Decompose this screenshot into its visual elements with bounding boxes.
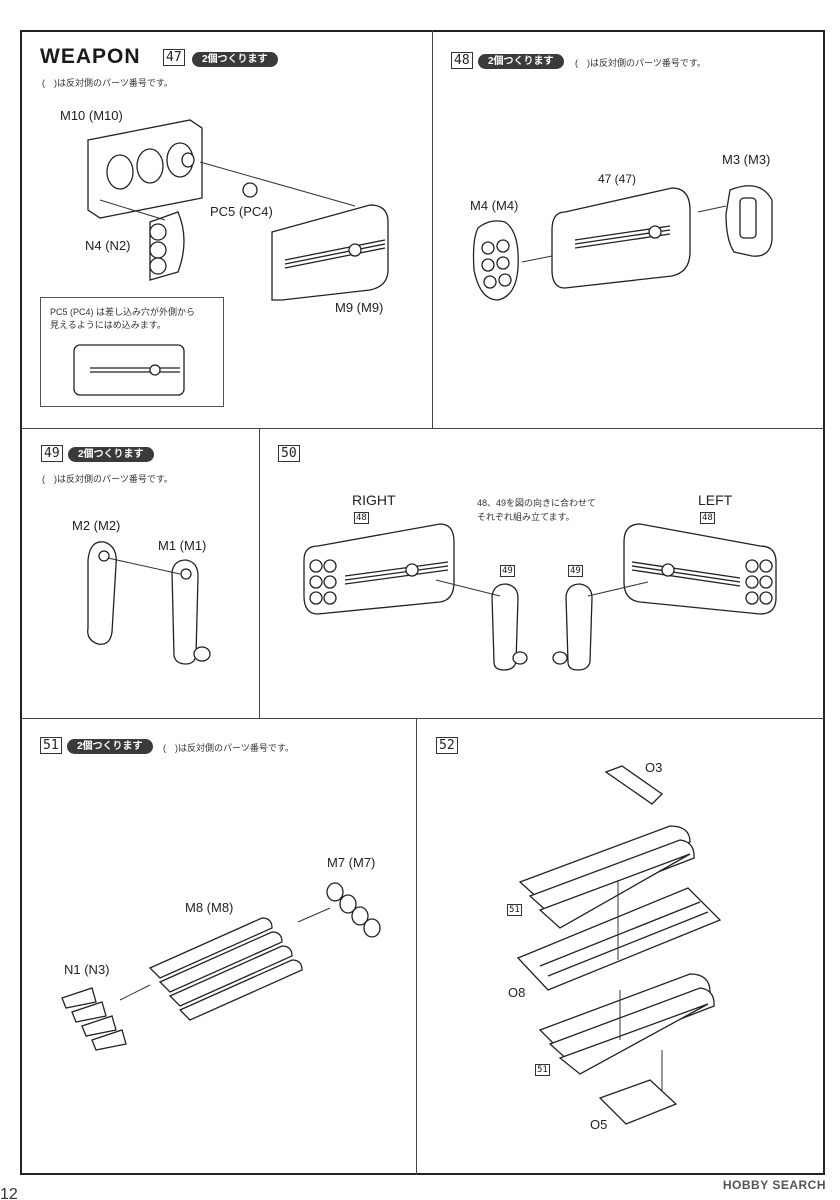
ref-49-left: 49 — [568, 565, 583, 577]
step-number-50: 50 — [278, 445, 300, 462]
hobby-search-logo: HOBBY SEARCH — [722, 1178, 826, 1192]
make-two-badge-51: 2個つくります — [67, 739, 153, 754]
lower-missile-pod — [538, 973, 715, 1075]
label-left: LEFT — [698, 492, 733, 508]
page-number: 12 — [0, 1186, 18, 1200]
upper-missile-pod — [518, 825, 695, 929]
pc5-part — [242, 182, 258, 198]
label-o3: O3 — [645, 760, 663, 775]
label-o8: O8 — [508, 985, 526, 1000]
label-o5: O5 — [590, 1117, 608, 1132]
step50-note-1: 48、49を図の向きに合わせて — [477, 498, 597, 508]
m4-disc — [472, 220, 519, 301]
divider-row2 — [20, 718, 825, 719]
make-two-badge-47: 2個つくります — [192, 52, 278, 67]
paren-note-51: ( )は反対側のパーツ番号です。 — [163, 743, 294, 753]
step50-note-2: それぞれ組み立てます。 — [477, 512, 575, 522]
instruction-sheet — [20, 30, 825, 1175]
callout-cylinder — [73, 344, 185, 396]
m9-cover — [271, 204, 389, 301]
m10-hole-2 — [136, 148, 164, 184]
arm-left — [565, 583, 593, 671]
divider-mid — [259, 428, 260, 718]
divider-row1 — [20, 428, 825, 429]
callout-line-2: 見えるようにはめ込みます。 — [50, 320, 166, 330]
o5-part — [598, 1079, 678, 1125]
label-m1: M1 (M1) — [158, 538, 207, 553]
step-number-49: 49 — [41, 445, 63, 462]
make-two-badge-49: 2個つくります — [68, 447, 154, 462]
label-m7: M7 (M7) — [327, 855, 376, 870]
label-m2: M2 (M2) — [72, 518, 121, 533]
ref-47: 47 (47) — [598, 172, 637, 186]
label-m9: M9 (M9) — [335, 300, 384, 315]
ref-51-lower: 51 — [535, 1064, 550, 1076]
step48-cylinder — [551, 187, 691, 289]
ref-49-right: 49 — [500, 565, 515, 577]
label-n4: N4 (N2) — [85, 238, 131, 253]
paren-note-48: ( )は反対側のパーツ番号です。 — [575, 58, 706, 68]
pc5-callout-box — [40, 297, 224, 407]
make-two-badge-48: 2個つくります — [478, 54, 564, 69]
label-n1: N1 (N3) — [64, 962, 110, 977]
m10-boss — [181, 152, 195, 168]
m2-part — [87, 541, 117, 645]
ref-48-left: 48 — [700, 512, 715, 524]
divider-top — [432, 30, 433, 428]
left-launcher — [623, 523, 777, 615]
divider-bottom — [416, 718, 417, 1175]
label-m4: M4 (M4) — [470, 198, 519, 213]
paren-note-49: ( )は反対側のパーツ番号です。 — [42, 474, 173, 484]
label-m8: M8 (M8) — [185, 900, 234, 915]
ref-51-upper: 51 — [507, 904, 522, 916]
m8-tube-bundle — [148, 917, 303, 1021]
step-number-51: 51 — [40, 737, 62, 754]
right-launcher — [303, 523, 455, 615]
m9-hole — [348, 243, 362, 257]
m10-hole-1 — [106, 154, 134, 190]
label-m3: M3 (M3) — [722, 152, 771, 167]
step-number-52: 52 — [436, 737, 458, 754]
callout-line-1: PC5 (PC4) は差し込み穴が外側から — [50, 307, 196, 317]
ref-48-right: 48 — [354, 512, 369, 524]
step-number-48: 48 — [451, 52, 473, 69]
label-pc5: PC5 (PC4) — [210, 204, 273, 219]
paren-note-47: ( )は反対側のパーツ番号です。 — [42, 78, 173, 88]
n1-warheads — [61, 987, 127, 1051]
m7-caps — [326, 882, 381, 938]
step-number-47: 47 — [163, 49, 185, 66]
label-right: RIGHT — [352, 492, 396, 508]
page-title: WEAPON — [40, 45, 141, 68]
o3-part — [604, 765, 664, 805]
label-m10: M10 (M10) — [60, 108, 123, 123]
